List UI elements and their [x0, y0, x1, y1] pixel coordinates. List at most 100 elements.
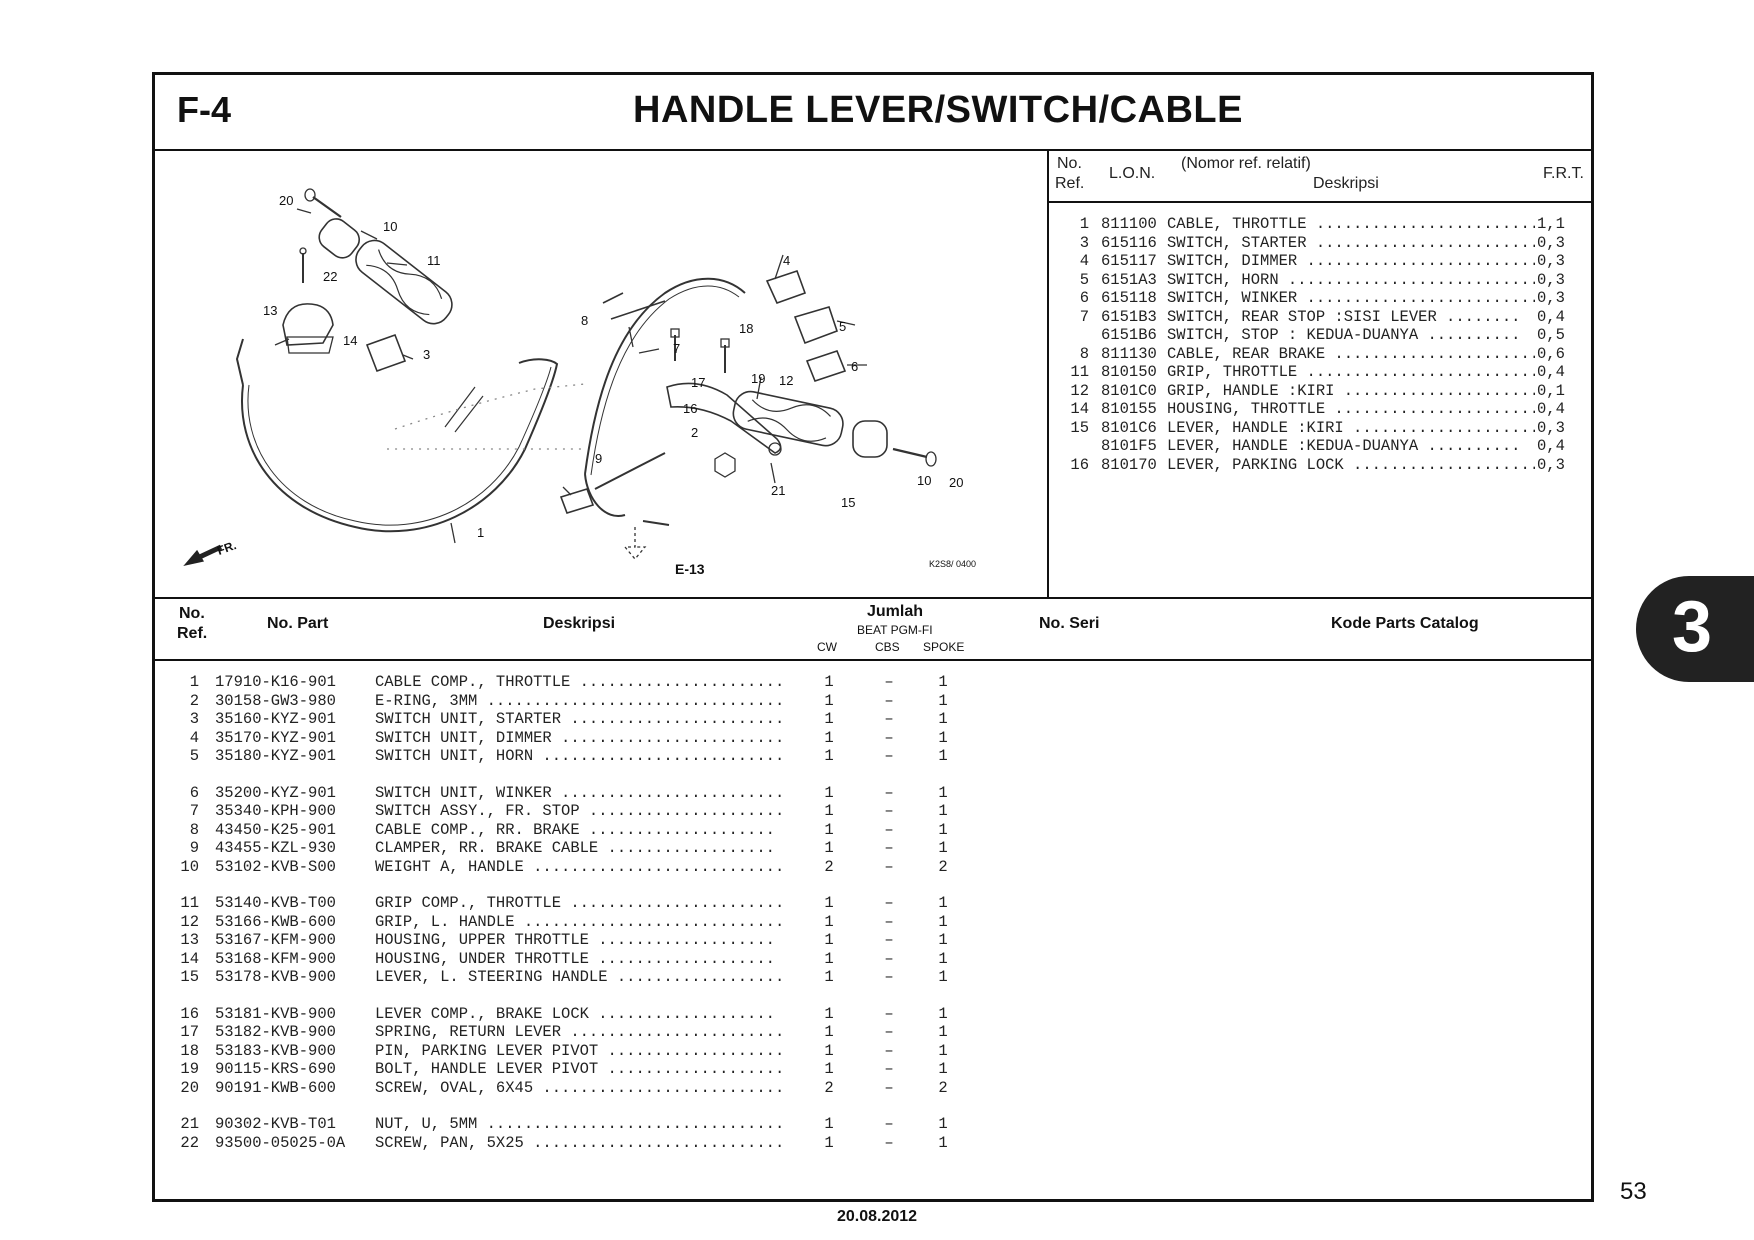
parts-cell-cw: 1 [824, 820, 834, 839]
frt-cell-lon: 8101C6 [1101, 418, 1157, 437]
parts-cell-ref: 4 [189, 728, 199, 747]
parts-cell-part: 35180-KYZ-901 [215, 747, 336, 765]
parts-header-part-no: No. Part [267, 615, 329, 632]
parts-cell-spoke: 2 [938, 857, 948, 876]
frt-cell-ref: 3 [1079, 233, 1089, 252]
parts-cell-cw: 1 [824, 691, 834, 710]
parts-cell-cw: 1 [824, 1133, 834, 1152]
parts-cell-ref: 16 [180, 1004, 199, 1023]
parts-cell-desc: CABLE COMP., THROTTLE ..................… [375, 673, 785, 691]
frt-cell-frt: 0,3 [1537, 289, 1565, 307]
parts-header-model: BEAT PGM-FI [857, 623, 933, 637]
parts-cell-desc: LEVER, L. STEERING HANDLE ..............… [375, 968, 785, 986]
frt-cell-frt: 0,1 [1537, 381, 1565, 400]
frt-header-no: No. [1057, 155, 1082, 172]
frt-row: 11 810150 GRIP, THROTTLE .................… [1049, 363, 1591, 382]
parts-cell-ref: 9 [189, 839, 199, 857]
parts-cell-spoke: 1 [938, 728, 948, 747]
frt-cell-ref: 1 [1079, 215, 1089, 233]
parts-cell-part: 90302-KVB-T01 [215, 1115, 336, 1133]
page-title: HANDLE LEVER/SWITCH/CABLE [633, 89, 1243, 131]
parts-illustration [183, 188, 937, 567]
parts-cell-desc: BOLT, HANDLE LEVER PIVOT ...............… [375, 1060, 785, 1078]
parts-cell-desc: SWITCH ASSY., FR. STOP .................… [375, 802, 785, 820]
callout-label: 21 [771, 483, 786, 498]
parts-cell-ref: 6 [189, 783, 199, 802]
parts-table-header: No. Ref. No. Part Deskripsi Jumlah BEAT … [155, 597, 1591, 661]
frt-cell-ref: 6 [1079, 289, 1089, 307]
catalog-page-frame: F-4 HANDLE LEVER/SWITCH/CABLE [152, 72, 1594, 1202]
frt-cell-ref: 12 [1070, 381, 1089, 400]
parts-cell-ref: 1 [189, 673, 199, 691]
parts-cell-cw: 1 [824, 1041, 834, 1060]
callout-label: 20 [279, 193, 294, 208]
parts-cell-desc: CABLE COMP., RR. BRAKE .................… [375, 820, 775, 839]
frt-cell-frt: 0,4 [1537, 363, 1565, 381]
parts-cell-ref: 15 [180, 968, 199, 986]
frt-cell-lon: 810155 [1101, 400, 1157, 418]
footer-date: 20.08.2012 [0, 1208, 1754, 1226]
section-code: F-4 [177, 89, 231, 130]
parts-cell-ref: 12 [180, 912, 199, 931]
frt-cell-ref: 11 [1070, 363, 1089, 381]
frt-cell-desc: GRIP, THROTTLE .........................… [1167, 363, 1535, 381]
parts-cell-desc: CLAMPER, RR. BRAKE CABLE ...............… [375, 839, 775, 857]
parts-cell-part: 43455-KZL-930 [215, 839, 336, 857]
parts-cell-cw: 1 [824, 931, 834, 949]
parts-cell-cw: 1 [824, 747, 834, 765]
callout-label: 13 [263, 303, 278, 318]
parts-cell-spoke: 1 [938, 783, 948, 802]
parts-cell-cbs: – [884, 747, 894, 765]
parts-cell-cw: 1 [824, 968, 834, 986]
parts-cell-desc: HOUSING, UPPER THROTTLE ................… [375, 931, 775, 949]
frt-header-lon: L.O.N. [1109, 165, 1156, 182]
parts-cell-ref: 17 [180, 1023, 199, 1041]
parts-cell-cw: 1 [824, 802, 834, 820]
parts-cell-cbs: – [884, 968, 894, 986]
callout-label: 14 [343, 333, 358, 348]
frt-cell-ref: 16 [1070, 455, 1089, 474]
frt-cell-lon: 811100 [1101, 215, 1157, 233]
parts-cell-desc: SCREW, OVAL, 6X45 ......................… [375, 1078, 785, 1097]
callout-label: 10 [917, 473, 932, 488]
frt-cell-lon: 6151B6 [1101, 326, 1157, 344]
parts-cell-desc: HOUSING, UNDER THROTTLE ................… [375, 949, 775, 968]
frt-header-note: (Nomor ref. relatif) [1181, 155, 1311, 172]
parts-cell-part: 90191-KWB-600 [215, 1078, 336, 1097]
parts-cell-desc: LEVER COMP., BRAKE LOCK ................… [375, 1004, 775, 1023]
parts-header-desc: Deskripsi [543, 615, 616, 632]
parts-cell-spoke: 1 [938, 912, 948, 931]
parts-cell-desc: SWITCH UNIT, WINKER ....................… [375, 783, 785, 802]
frt-cell-frt: 0,4 [1537, 437, 1565, 455]
parts-cell-cbs: – [884, 931, 894, 949]
parts-cell-ref: 21 [180, 1115, 199, 1133]
parts-cell-spoke: 1 [938, 1060, 948, 1078]
page-number: 53 [1620, 1178, 1647, 1205]
callout-label: 12 [779, 373, 794, 388]
title-row: F-4 HANDLE LEVER/SWITCH/CABLE [155, 75, 1591, 151]
frt-cell-desc: LEVER, PARKING LOCK ....................… [1167, 455, 1535, 474]
parts-cell-cw: 1 [824, 894, 834, 912]
frt-cell-lon: 810150 [1101, 363, 1157, 381]
parts-cell-ref: 2 [189, 691, 199, 710]
frt-cell-frt: 0,6 [1537, 344, 1565, 363]
parts-header-jumlah: Jumlah [867, 603, 924, 620]
callout-label: 8 [581, 313, 589, 328]
frt-cell-lon: 810170 [1101, 455, 1157, 474]
frt-cell-desc: SWITCH, STARTER ........................… [1167, 233, 1535, 252]
callout-label: 15 [841, 495, 856, 510]
parts-cell-part: 35170-KYZ-901 [215, 728, 336, 747]
parts-cell-cbs: – [884, 949, 894, 968]
